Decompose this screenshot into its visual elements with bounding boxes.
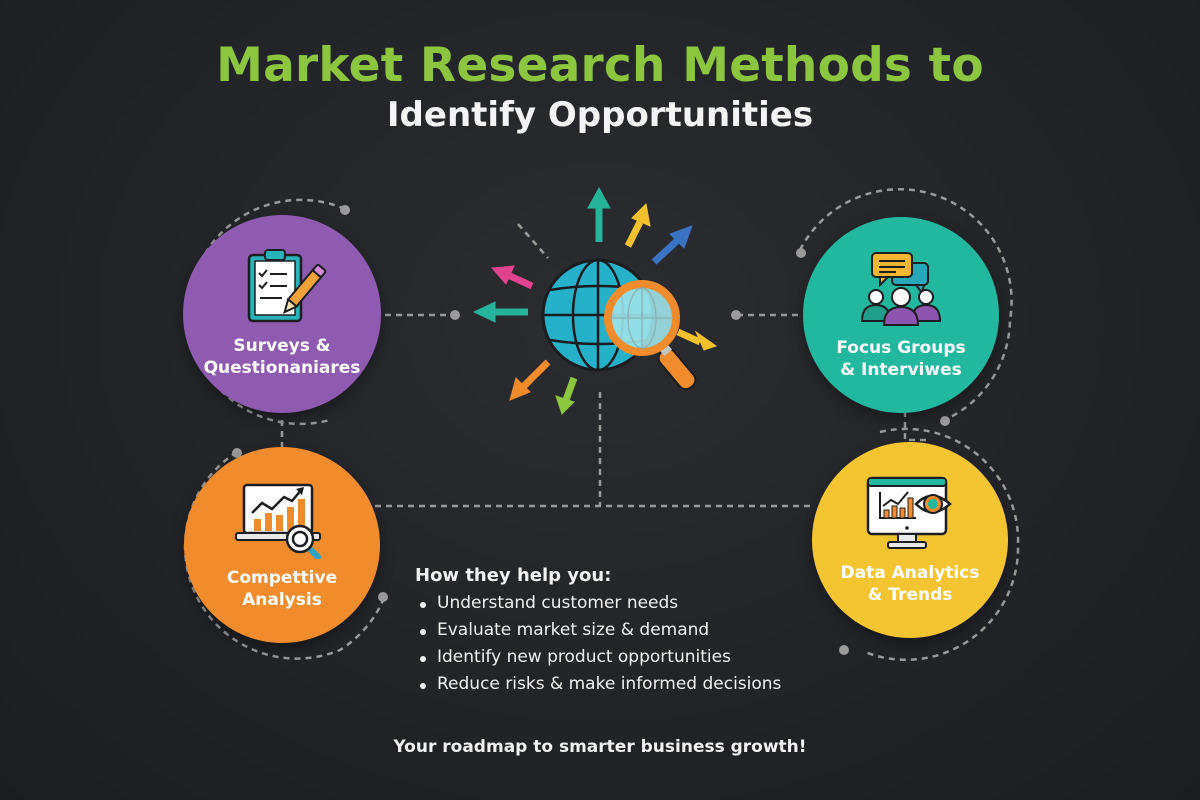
clipboard-checklist-icon <box>247 249 327 323</box>
benefit-item: Identify new product opportunities <box>415 644 781 671</box>
method-label: Compettive Analysis <box>226 568 338 610</box>
method-label: Surveys & Questionaniares <box>203 336 361 378</box>
method-focus-groups: Focus Groups & Interviwes <box>803 217 999 413</box>
footer-tagline: Your roadmap to smarter business growth! <box>393 737 807 757</box>
method-competitive-analysis: Compettive Analysis <box>184 447 380 643</box>
globe-hub <box>470 180 740 434</box>
benefit-item: Understand customer needs <box>415 590 781 617</box>
method-label: Focus Groups & Interviwes <box>836 338 966 380</box>
page-subtitle: Identify Opportunities <box>386 95 814 135</box>
method-surveys: Surveys & Questionaniares <box>183 215 381 413</box>
benefit-item: Reduce risks & make informed decisions <box>415 671 781 698</box>
benefits-list: How they help you: Understand customer n… <box>415 565 781 698</box>
laptop-chart-magnifier-icon <box>235 483 321 559</box>
method-label: Data Analytics & Trends <box>840 563 980 605</box>
monitor-chart-eye-icon <box>866 476 952 549</box>
globe-with-magnifier-icon <box>472 186 718 415</box>
benefit-item: Evaluate market size & demand <box>415 617 781 644</box>
group-chat-icon <box>860 252 942 326</box>
benefits-heading: How they help you: <box>415 565 612 586</box>
method-data-analytics: Data Analytics & Trends <box>812 442 1008 638</box>
page-title: Market Research Methods to <box>216 38 984 93</box>
